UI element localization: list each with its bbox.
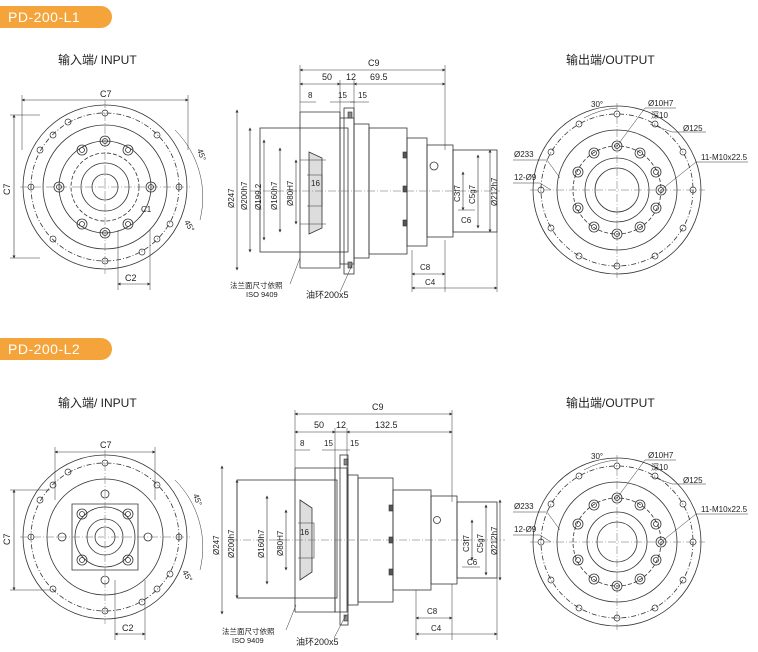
output-label-l2: 输出端/OUTPUT xyxy=(566,396,655,410)
dim-16-l2: 16 xyxy=(300,528,309,537)
dim-c9-l2: C9 xyxy=(372,402,384,412)
dim-phi247-l1: Ø247 xyxy=(227,188,236,208)
thread11-l1: 11-M10x22.5 xyxy=(701,153,748,162)
thread11-l2: 11-M10x22.5 xyxy=(701,505,748,514)
input-label-l2: 输入端/ INPUT xyxy=(58,396,137,410)
depth10-l2: 深10 xyxy=(651,463,668,472)
side-view-l2 xyxy=(220,410,505,640)
dim-c2-l2: C2 xyxy=(122,623,134,633)
angle-a-l2: 45° xyxy=(191,493,204,507)
flange-note-1-l2: 法兰面尺寸依照 xyxy=(222,626,275,636)
angle-a-l1: 45° xyxy=(195,148,208,162)
output-view-l2 xyxy=(513,455,748,630)
dim-c4-l1: C4 xyxy=(425,278,436,287)
dim-phi80-l2: Ø80H7 xyxy=(276,530,285,556)
dim-695-l1: 69.5 xyxy=(370,72,388,82)
dim-phi212-l2: Ø212h7 xyxy=(490,526,499,555)
model-badge-l2: PD-200-L2 xyxy=(0,338,112,360)
dim-phi80-l1: Ø80H7 xyxy=(286,180,295,206)
oil-ring-l1: 油环200x5 xyxy=(306,289,349,300)
dim-c8-l1: C8 xyxy=(420,263,431,272)
dim-c7-side-l1: C7 xyxy=(2,183,12,195)
dim-8-l2: 8 xyxy=(300,439,305,448)
dim-c3-l1: C3f7 xyxy=(453,185,462,202)
depth10-l1: 深10 xyxy=(651,111,668,120)
dim-c8-l2: C8 xyxy=(427,607,438,616)
phi125-l1: Ø125 xyxy=(683,124,703,133)
dim-c5-l2: C5g7 xyxy=(476,533,485,553)
dim-phi200-l1: Ø200h7 xyxy=(240,181,249,210)
side-view-l1 xyxy=(235,65,500,293)
dim-c4-l2: C4 xyxy=(431,624,442,633)
dim-c3-l2: C3f7 xyxy=(462,535,471,552)
model-badge-l1: PD-200-L1 xyxy=(0,6,112,28)
dim-c2-l1: C2 xyxy=(125,273,137,283)
dim-8-l1: 8 xyxy=(308,91,313,100)
phi125-l2: Ø125 xyxy=(683,476,703,485)
holes12-l2: 12-Ø9 xyxy=(514,525,537,534)
oil-ring-l2: 油环200x5 xyxy=(296,636,339,647)
flange-note-1-l1: 法兰面尺寸依照 xyxy=(230,280,283,290)
dim-50-l2: 50 xyxy=(314,420,324,430)
flange-note-2-l1: ISO 9409 xyxy=(246,290,278,299)
angle-30-l1: 30° xyxy=(591,100,603,109)
dim-c6-l1: C6 xyxy=(461,216,472,225)
dim-16-l1: 16 xyxy=(311,179,320,188)
dim-12-l2: 12 xyxy=(336,420,346,430)
angle-b-l1: 45° xyxy=(182,219,196,234)
bolt-holes-outer-l1 xyxy=(27,109,183,265)
phi10-l2: Ø10H7 xyxy=(648,451,674,460)
dim-c5-l1: C5g7 xyxy=(468,184,477,204)
dim-c7-top-l1: C7 xyxy=(100,89,112,99)
input-label-l1: 输入端/ INPUT xyxy=(58,53,137,67)
dim-c7-side-l2: C7 xyxy=(2,533,12,545)
phi233-l2: Ø233 xyxy=(514,502,534,511)
dim-c6-l2: C6 xyxy=(467,558,478,567)
output-label-l1: 输出端/OUTPUT xyxy=(566,53,655,67)
angle-30-l2: 30° xyxy=(591,452,603,461)
dim-c1-l1: C1 xyxy=(141,205,152,214)
dim-12-l1: 12 xyxy=(346,72,356,82)
dim-50-l1: 50 xyxy=(322,72,332,82)
dim-phi1992-l1: Ø199.2 xyxy=(254,183,263,210)
input-view-l1 xyxy=(10,95,204,290)
dim-c7-top-l2: C7 xyxy=(100,440,112,450)
dim-phi247-l2: Ø247 xyxy=(212,535,221,555)
phi233-l1: Ø233 xyxy=(514,150,534,159)
output-view-l1 xyxy=(513,103,748,278)
phi10-l1: Ø10H7 xyxy=(648,99,674,108)
dim-phi160-l2: Ø160h7 xyxy=(257,529,266,558)
flange-note-2-l2: ISO 9409 xyxy=(232,636,264,645)
dim-phi160-l1: Ø160h7 xyxy=(270,181,279,210)
dim-15a-l2: 15 xyxy=(324,439,333,448)
dim-15b-l1: 15 xyxy=(358,91,367,100)
dim-phi200-l2: Ø200h7 xyxy=(227,529,236,558)
dim-phi212-l1: Ø212h7 xyxy=(490,177,499,206)
dim-15b-l2: 15 xyxy=(350,439,359,448)
input-view-l2 xyxy=(10,447,204,640)
dim-15a-l1: 15 xyxy=(338,91,347,100)
dim-1325-l2: 132.5 xyxy=(375,420,398,430)
bolt-holes-inner-l1 xyxy=(53,135,157,239)
angle-b-l2: 45° xyxy=(180,569,194,584)
dim-c9-l1: C9 xyxy=(368,58,380,68)
holes12-l1: 12-Ø9 xyxy=(514,173,537,182)
